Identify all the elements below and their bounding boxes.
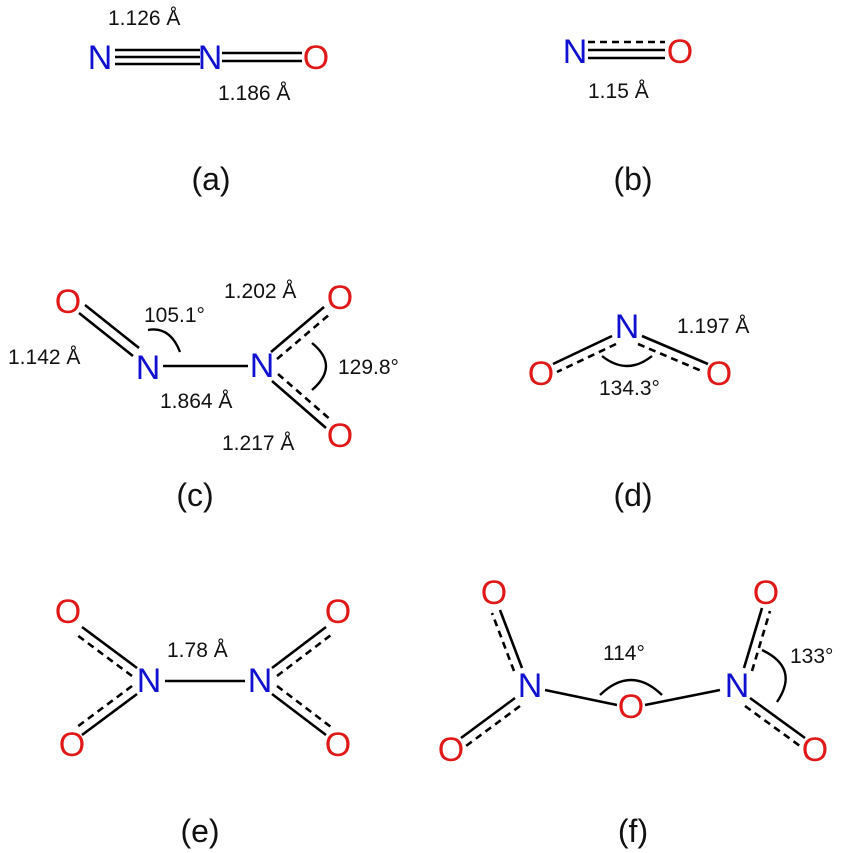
bond-n-o-double [222,51,302,63]
atom-nitrogen: N [563,33,588,71]
bond-n-o-lower-left [76,684,138,737]
atom-oxygen: O [55,593,81,631]
panel-c: O N N O O 1.142 Å 105.1° 1.202 Å 129.8° … [8,279,399,513]
bond-length-label: 1.15 Å [588,80,649,103]
bond-angle-label: 134.3° [599,377,660,400]
bond-angle-label: 133° [790,645,833,668]
bond-length-label: 1.202 Å [224,280,296,303]
bond-length-label: 1.864 Å [160,390,232,413]
atom-oxygen: O [802,731,828,769]
panel-b: N O 1.15 Å (b) [563,33,694,197]
bond-angle-label: 105.1° [144,304,205,327]
atom-oxygen: O [528,355,554,393]
bond-n-o-lower-right [271,684,332,737]
panel-caption: (b) [613,161,652,197]
atom-nitrogen: N [250,347,275,385]
bond-n-o-upper-right [271,625,332,678]
atom-oxygen: O [618,688,644,726]
bond-n-o-upper-left [76,625,138,678]
angle-arc-right [311,342,328,391]
bond-length-label: 1.126 Å [108,7,180,30]
bond-n-o-upper-right [742,607,772,672]
bond-n-o-top [270,306,331,360]
atom-oxygen: O [327,279,353,317]
bond-n-o-lower-right [744,696,806,748]
bond-n-o-right [637,334,709,374]
bond-n-o-left [78,303,140,358]
bond-n-o-lower-left [460,696,521,748]
atom-nitrogen: N [248,662,273,700]
angle-arc-center [599,678,663,696]
atom-oxygen: O [55,283,81,321]
atom-oxygen: O [325,593,351,631]
bond-n-o-bridge-left [544,688,618,707]
bond-length-label: 1.197 Å [677,315,749,338]
bond-angle-label: 114° [603,642,645,665]
atom-oxygen: O [303,39,329,77]
atom-nitrogen: N [518,667,543,705]
bond-angle-label: 129.8° [338,356,399,379]
bond-n-o-upper-left [490,609,524,672]
panel-f: N O N O O O O 114° 133° (f) [438,574,834,849]
panel-caption: (f) [618,813,648,849]
bond-n-o-left [552,334,617,374]
atom-oxygen: O [481,574,507,612]
atom-oxygen: O [667,33,693,71]
bond-n-o-bottom [271,373,333,429]
atom-nitrogen: N [198,39,223,77]
panel-e: N N O O O O 1.78 Å (e) [55,593,351,849]
bond-length-label: 1.186 Å [218,82,290,105]
panel-caption: (e) [180,813,219,849]
angle-arc-right [761,648,787,703]
atom-nitrogen: N [136,349,161,387]
panel-caption: (c) [176,477,213,513]
bond-length-label: 1.78 Å [167,639,228,662]
bond-n-o-bridge-right [644,688,721,707]
angle-arc [601,355,653,368]
panel-d: N O O 1.197 Å 134.3° (d) [528,308,750,513]
panel-caption: (a) [191,161,230,197]
atom-nitrogen: N [88,39,113,77]
angle-arc-left [147,328,182,353]
bond-length-label: 1.142 Å [8,346,80,369]
bond-n-n-triple [115,48,200,66]
atom-oxygen: O [753,574,779,612]
panel-a: N N O 1.126 Å 1.186 Å (a) [88,7,330,197]
panel-caption: (d) [613,477,652,513]
atom-oxygen: O [59,726,85,764]
atom-oxygen: O [438,731,464,769]
atom-nitrogen: N [615,308,640,346]
bond-length-label: 1.217 Å [222,432,294,455]
atom-nitrogen: N [137,662,162,700]
atom-oxygen: O [706,355,732,393]
bond-n-o-triple-partial [588,40,665,60]
atom-oxygen: O [325,726,351,764]
atom-nitrogen: N [725,667,750,705]
atom-oxygen: O [327,417,353,455]
